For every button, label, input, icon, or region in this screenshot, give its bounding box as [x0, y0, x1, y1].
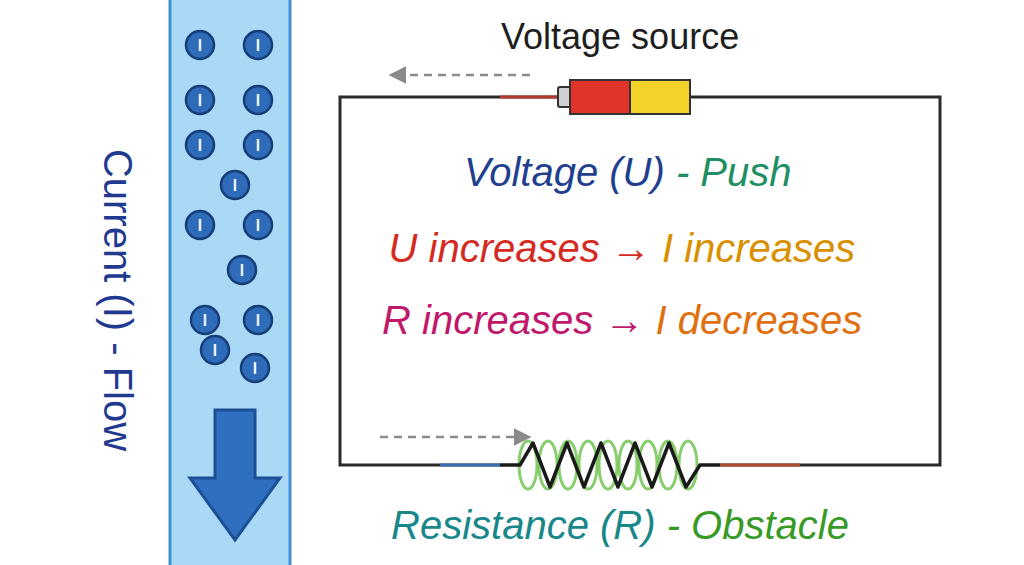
electron-sign [199, 139, 202, 151]
relation-label: U increases → I increases [389, 226, 856, 270]
wire-tint [500, 96, 560, 99]
wire-tint [720, 464, 800, 467]
flow-arrow [190, 410, 280, 540]
electron-body [186, 31, 214, 59]
direction-arrow [392, 74, 530, 77]
label-part: Voltage (U) [464, 150, 676, 194]
label-part: I decreases [655, 298, 862, 342]
electron [186, 131, 214, 159]
electron-body [186, 86, 214, 114]
electron [221, 171, 249, 199]
wire-tint [440, 464, 500, 467]
source-label: Voltage source [501, 17, 739, 57]
electron-sign [257, 39, 260, 51]
current-band [170, 0, 290, 565]
electron-sign [241, 264, 244, 276]
electron-body [191, 306, 219, 334]
electron [244, 211, 272, 239]
electron [244, 131, 272, 159]
resistor-symbol [500, 443, 720, 487]
electron [186, 31, 214, 59]
electron-sign [234, 179, 237, 191]
electron-sign [204, 314, 207, 326]
electron [241, 354, 269, 382]
electron [244, 306, 272, 334]
electron [186, 86, 214, 114]
electron [186, 211, 214, 239]
electron-sign [199, 219, 202, 231]
electron-body [228, 256, 256, 284]
electron-sign [199, 39, 202, 51]
electron-sign [254, 362, 257, 374]
electron-sign [257, 219, 260, 231]
electron-body [221, 171, 249, 199]
electron [244, 86, 272, 114]
electron-body [244, 86, 272, 114]
electron-group [186, 31, 272, 382]
battery-body [570, 80, 630, 114]
label-part: R increases → [382, 298, 655, 342]
electron-body [244, 306, 272, 334]
electron-sign [199, 94, 202, 106]
electron-body [201, 336, 229, 364]
label-part: - Push [676, 150, 792, 194]
electron-sign [257, 314, 260, 326]
relation-label: R increases → I decreases [382, 298, 862, 342]
electron-body [241, 354, 269, 382]
electron-sign [257, 94, 260, 106]
label-part: Resistance (R) [391, 503, 667, 547]
electron-body [244, 31, 272, 59]
electron-sign [214, 344, 217, 356]
direction-arrow [380, 436, 528, 439]
electron [201, 336, 229, 364]
electron [228, 256, 256, 284]
voltage-label: Voltage (U) - Push [464, 150, 792, 194]
current-label: Current (I) - Flow [96, 149, 140, 451]
label-part: U increases → [389, 226, 662, 270]
battery-body [630, 80, 690, 114]
electron-body [244, 131, 272, 159]
electron [191, 306, 219, 334]
electron-body [244, 211, 272, 239]
resistance-label: Resistance (R) - Obstacle [391, 503, 849, 547]
label-part: - Obstacle [667, 503, 849, 547]
electron-sign [257, 139, 260, 151]
electron-body [186, 211, 214, 239]
electron [244, 31, 272, 59]
electron-body [186, 131, 214, 159]
label-part: I increases [662, 226, 855, 270]
